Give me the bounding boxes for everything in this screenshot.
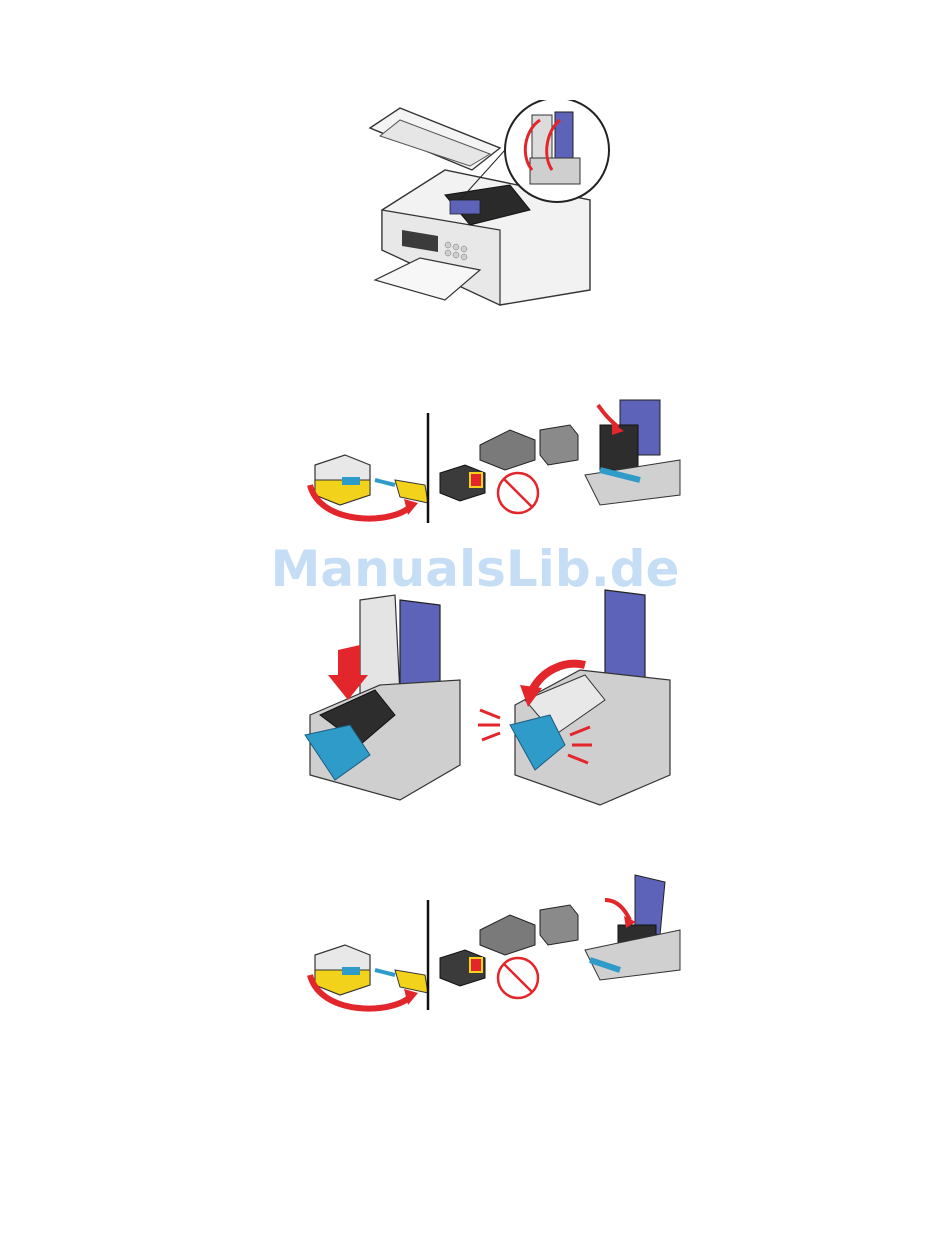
printer-illustration [360,100,620,310]
cartridge-insert-illustration [300,585,680,810]
cartridge-tape-illustration-color [300,870,690,1015]
cartridge-tape-illustration [300,385,690,525]
